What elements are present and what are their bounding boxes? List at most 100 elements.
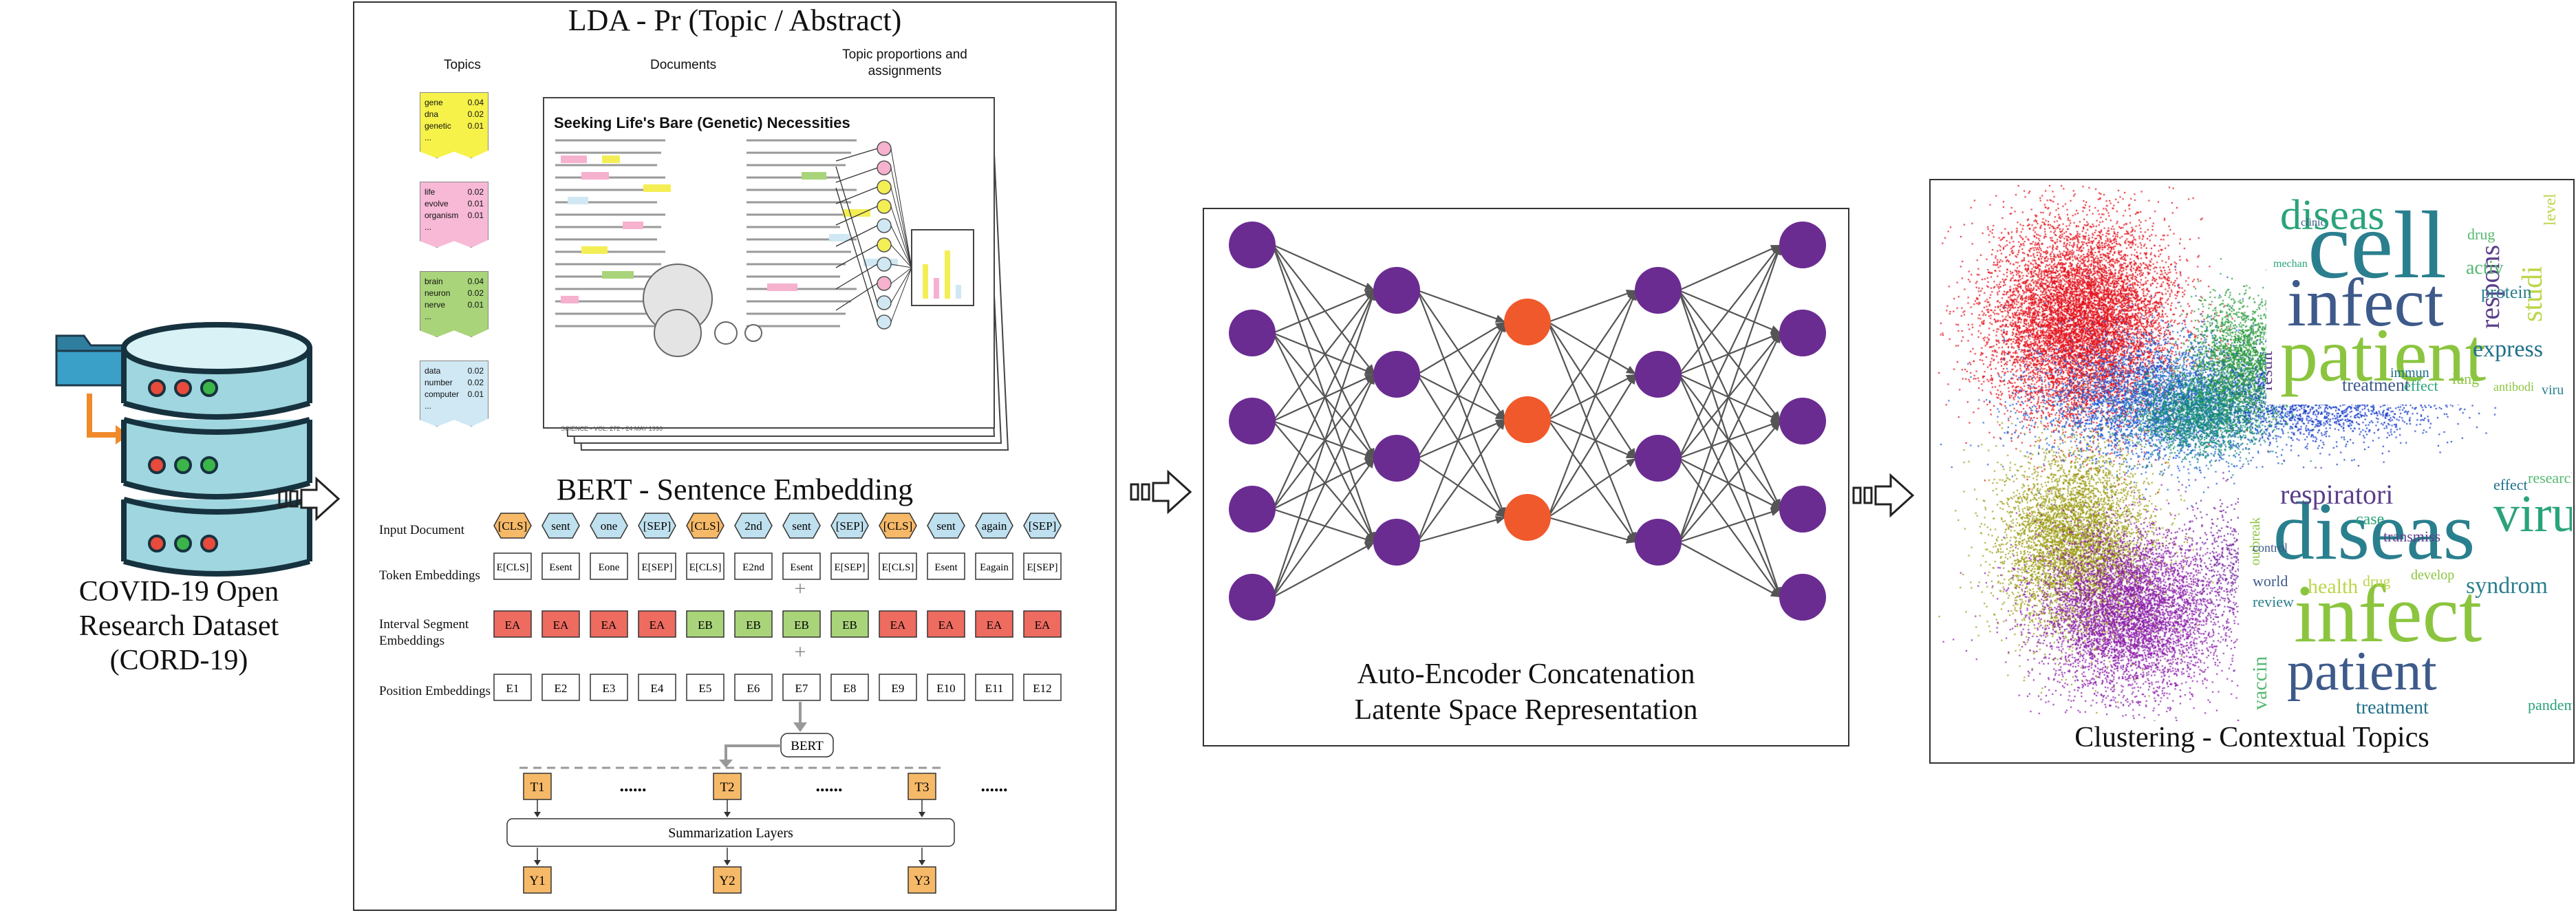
token-embedding-box bbox=[638, 552, 676, 580]
wordcloud-word: result bbox=[2266, 350, 2276, 391]
lda-bert-panel: LDA - Pr (Topic / Abstract) Topics Docum… bbox=[353, 1, 1117, 911]
input-token: sent bbox=[792, 519, 811, 533]
flow-arrow-icon bbox=[278, 476, 341, 522]
wordcloud-word: control bbox=[2253, 541, 2288, 555]
input-token-shape bbox=[782, 513, 821, 539]
summarization-box bbox=[506, 818, 955, 847]
ellipsis: ...... bbox=[981, 775, 1008, 795]
y-box bbox=[908, 866, 936, 894]
position-embedding: E2 bbox=[555, 682, 568, 695]
topic-weight: 0.01 bbox=[467, 389, 484, 399]
network-node bbox=[1779, 486, 1826, 533]
wordcloud-word: health bbox=[2308, 575, 2358, 598]
segment-embedding: EB bbox=[698, 619, 713, 632]
lda-col-documents: Documents bbox=[650, 58, 717, 72]
wordcloud-word: effect bbox=[2404, 377, 2438, 394]
wordcloud-word: mechan bbox=[2273, 258, 2308, 270]
segment-embedding: EA bbox=[938, 619, 954, 632]
input-token-shape bbox=[590, 513, 628, 539]
input-token-shape bbox=[975, 513, 1013, 539]
token-embedding: Esent bbox=[790, 562, 813, 573]
y-label: Y2 bbox=[719, 874, 735, 888]
topic-word: dna bbox=[425, 109, 439, 119]
token-embedding-box bbox=[493, 552, 532, 580]
input-token: [SEP] bbox=[836, 519, 864, 533]
token-embedding: E[SEP] bbox=[835, 562, 866, 573]
dataset-label-line3: (CORD-19) bbox=[109, 645, 248, 676]
wordcloud-word: world bbox=[2253, 572, 2288, 590]
token-embedding-box bbox=[590, 552, 628, 580]
token-embedding-box bbox=[879, 552, 917, 580]
segment-embedding: EA bbox=[650, 619, 665, 632]
wordcloud-word: viru bbox=[2542, 383, 2564, 398]
segment-embedding-box bbox=[1023, 610, 1062, 638]
network-node bbox=[1229, 222, 1276, 268]
position-embedding-box bbox=[493, 674, 532, 701]
input-token-shape bbox=[830, 513, 869, 539]
segment-embedding: EA bbox=[890, 619, 906, 632]
t-label: T1 bbox=[530, 780, 544, 795]
input-token: [CLS] bbox=[691, 519, 720, 533]
wordcloud-word: diseas bbox=[2273, 485, 2475, 577]
wordcloud-word: effect bbox=[2493, 476, 2528, 493]
position-embedding: E9 bbox=[892, 682, 905, 695]
y-label: Y3 bbox=[914, 874, 930, 888]
topic-weight: 0.01 bbox=[467, 300, 484, 310]
y-box bbox=[523, 866, 552, 894]
network-node bbox=[1373, 351, 1420, 398]
wordcloud-word: cell bbox=[2308, 192, 2447, 299]
segment-embedding-box bbox=[493, 610, 532, 638]
topic-word: nerve bbox=[425, 300, 446, 310]
ellipsis: ...... bbox=[620, 775, 647, 795]
token-embedding-box bbox=[830, 552, 869, 580]
token-embedding-box bbox=[686, 552, 724, 580]
autoencoder-panel: Auto-Encoder Concatenation Latente Space… bbox=[1203, 208, 1849, 746]
ellipsis: ...... bbox=[816, 775, 843, 795]
wordcloud-word: immun bbox=[2390, 365, 2429, 380]
database-icon bbox=[55, 322, 312, 577]
input-token: again bbox=[982, 519, 1007, 533]
row-label-token: Token Embeddings bbox=[379, 568, 480, 583]
wordcloud-word: studi bbox=[2517, 266, 2548, 322]
wordcloud-word: diseas bbox=[2280, 192, 2385, 239]
row-label-input: Input Document bbox=[379, 523, 465, 537]
segment-embedding: EA bbox=[1035, 619, 1051, 632]
position-embedding-box bbox=[638, 674, 676, 701]
input-token: sent bbox=[936, 519, 956, 533]
position-embedding-box bbox=[590, 674, 628, 701]
topic-weight: 0.04 bbox=[467, 98, 484, 107]
row-label-segment-1: Interval Segment bbox=[379, 617, 469, 632]
input-token: [CLS] bbox=[498, 519, 528, 533]
position-embedding: E3 bbox=[603, 682, 616, 695]
position-embedding-box bbox=[686, 674, 724, 701]
row-label-segment-2: Embeddings bbox=[379, 634, 444, 648]
network-node bbox=[1779, 310, 1826, 356]
token-embedding-box bbox=[975, 552, 1013, 580]
wordcloud-word: activ bbox=[2466, 257, 2503, 279]
position-embedding: E7 bbox=[795, 682, 808, 695]
input-token: sent bbox=[551, 519, 570, 533]
wordcloud-word: infect bbox=[2287, 264, 2444, 341]
wordcloud-word: transmiss bbox=[2383, 528, 2440, 545]
segment-embedding-box bbox=[541, 610, 580, 638]
token-embedding: E2nd bbox=[742, 562, 764, 573]
wordcloud-bottom: diseasinfectpatientvirurespiratorihealth… bbox=[2239, 469, 2572, 717]
topic-word: genetic bbox=[425, 121, 451, 131]
segment-embedding: EB bbox=[746, 619, 761, 632]
wordcloud-word: infect bbox=[2294, 568, 2482, 659]
topic-word: organism bbox=[425, 211, 459, 220]
t-box bbox=[713, 773, 742, 800]
bert-label: BERT bbox=[791, 739, 824, 753]
input-token-shape bbox=[1023, 513, 1062, 539]
topic-word: number bbox=[425, 378, 453, 387]
wordcloud-word: case bbox=[2356, 511, 2384, 528]
topic-weight: 0.02 bbox=[467, 288, 484, 298]
segment-embedding-box bbox=[590, 610, 628, 638]
segment-embedding-box bbox=[782, 610, 821, 638]
topic-weight: 0.01 bbox=[467, 199, 484, 208]
segment-embedding-box bbox=[927, 610, 965, 638]
wordcloud-word: treatment bbox=[2356, 697, 2429, 717]
lda-title: LDA - Pr (Topic / Abstract) bbox=[568, 3, 902, 37]
input-token-shape bbox=[879, 513, 917, 539]
